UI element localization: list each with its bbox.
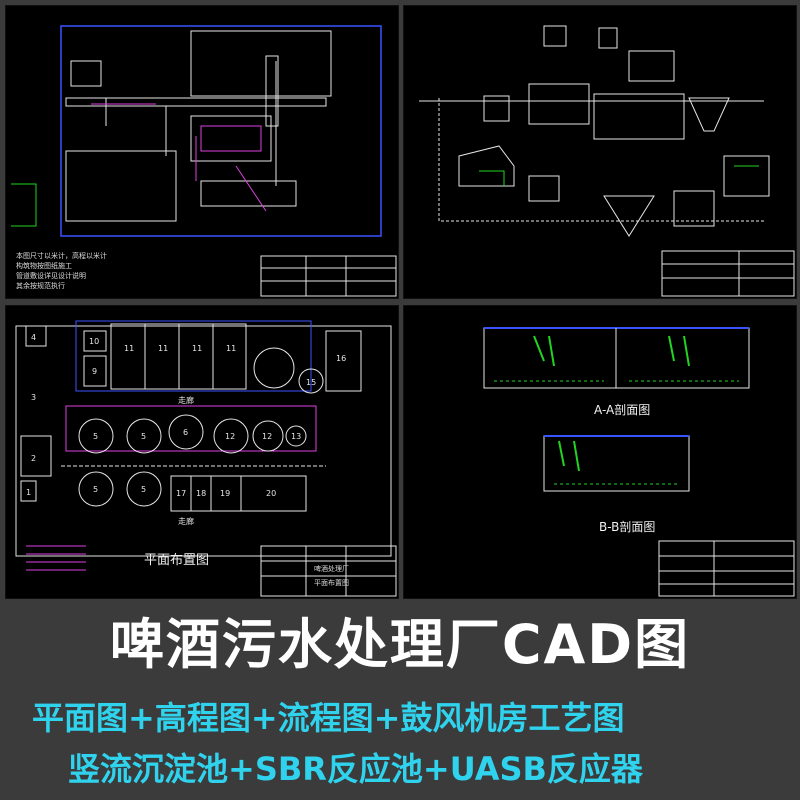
titleblock-text: 啤酒处理厂 <box>314 564 349 573</box>
flow-drawing-svg <box>419 25 795 297</box>
unit-label: 13 <box>291 432 301 441</box>
layout-title: 平面布置图 <box>144 553 210 568</box>
cad-flow-drawing <box>403 5 797 299</box>
banner-subtitle-line2: 竖流沉淀池+SBR反应池+UASB反应器 <box>68 750 643 788</box>
unit-label: 11 <box>124 344 134 353</box>
unit-label: 11 <box>158 344 168 353</box>
unit-label: 9 <box>92 367 97 376</box>
unit-label: 4 <box>31 333 36 342</box>
section-drawing-svg <box>483 327 795 597</box>
promo-banner: 啤酒污水处理厂CAD图 平面图+高程图+流程图+鼓风机房工艺图 竖流沉淀池+SB… <box>0 603 800 800</box>
layout-drawing-svg: 4 10 9 11 11 11 11 16 15 3 2 1 5 5 6 12 … <box>15 320 397 597</box>
cad-section-drawing: A-A剖面图 B-B剖面图 <box>403 305 797 599</box>
unit-label: 3 <box>31 393 36 402</box>
titleblock-text: 平面布置图 <box>314 578 349 587</box>
unit-label: 15 <box>306 378 316 387</box>
plan-note: 管道敷设详见设计说明 <box>16 271 86 280</box>
plan-note: 构筑物按图纸施工 <box>16 261 72 270</box>
unit-label: 2 <box>31 454 36 463</box>
corridor-label: 走廊 <box>178 395 194 405</box>
unit-label: 12 <box>262 432 272 441</box>
unit-label: 19 <box>220 489 230 498</box>
unit-label: 10 <box>89 337 99 346</box>
section-b-title: B-B剖面图 <box>599 520 656 534</box>
unit-label: 16 <box>336 354 346 363</box>
plan-note: 本图尺寸以米计，高程以米计 <box>16 251 107 260</box>
unit-label: 12 <box>225 432 235 441</box>
banner-title: 啤酒污水处理厂CAD图 <box>109 613 691 676</box>
unit-label: 17 <box>176 489 186 498</box>
unit-label: 11 <box>192 344 202 353</box>
unit-label: 5 <box>93 485 98 494</box>
unit-label: 18 <box>196 489 206 498</box>
unit-label: 5 <box>93 432 98 441</box>
unit-label: 5 <box>141 485 146 494</box>
unit-label: 5 <box>141 432 146 441</box>
plan-note: 其余按规范执行 <box>16 281 65 290</box>
corridor-label: 走廊 <box>178 516 194 526</box>
plan-drawing-svg: 本图尺寸以米计，高程以米计 构筑物按图纸施工 管道敷设详见设计说明 其余按规范执… <box>11 25 397 297</box>
section-a-title: A-A剖面图 <box>594 403 651 417</box>
plan-notes: 本图尺寸以米计，高程以米计 构筑物按图纸施工 管道敷设详见设计说明 其余按规范执… <box>16 251 107 290</box>
unit-label: 6 <box>183 428 188 437</box>
banner-subtitle-line1: 平面图+高程图+流程图+鼓风机房工艺图 <box>32 699 625 737</box>
unit-label: 11 <box>226 344 236 353</box>
cad-layout-drawing: 4 10 9 11 11 11 11 16 15 3 2 1 5 5 6 12 … <box>5 305 399 599</box>
unit-label: 1 <box>26 488 31 497</box>
cad-plan-drawing: 本图尺寸以米计，高程以米计 构筑物按图纸施工 管道敷设详见设计说明 其余按规范执… <box>5 5 399 299</box>
unit-label: 20 <box>266 489 276 498</box>
